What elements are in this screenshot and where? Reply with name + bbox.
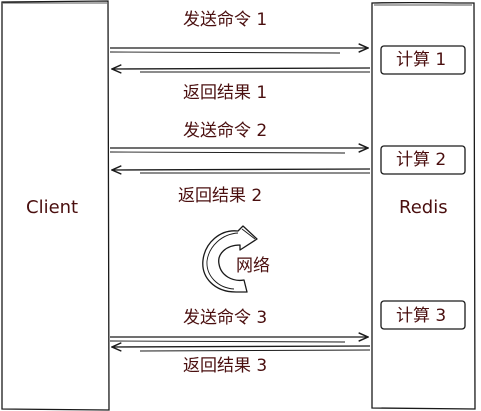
compute-label-2: 计算 2 (396, 150, 447, 170)
redis-label: Redis (399, 197, 448, 218)
client-box (1, 0, 110, 411)
client-label: Client (26, 197, 79, 218)
return-arrow-3 (112, 346, 371, 347)
compute-box-2 (380, 145, 466, 175)
redis-box (371, 1, 476, 410)
return-label-2: 返回结果 2 (178, 186, 263, 206)
return-arrow-1 (112, 68, 371, 69)
compute-box-3 (380, 300, 466, 330)
return-label-1: 返回结果 1 (183, 83, 268, 103)
compute-label-1: 计算 1 (396, 50, 447, 70)
network-label: 网络 (236, 256, 270, 276)
compute-label-3: 计算 3 (396, 306, 447, 326)
return-label-3: 返回结果 3 (183, 356, 268, 376)
send-label-1: 发送命令 1 (183, 10, 268, 30)
compute-box-1 (380, 45, 466, 75)
send-label-3: 发送命令 3 (183, 308, 268, 328)
circular-arrow-icon (202, 225, 258, 293)
send-label-2: 发送命令 2 (183, 121, 268, 141)
return-arrow-2 (112, 169, 371, 170)
